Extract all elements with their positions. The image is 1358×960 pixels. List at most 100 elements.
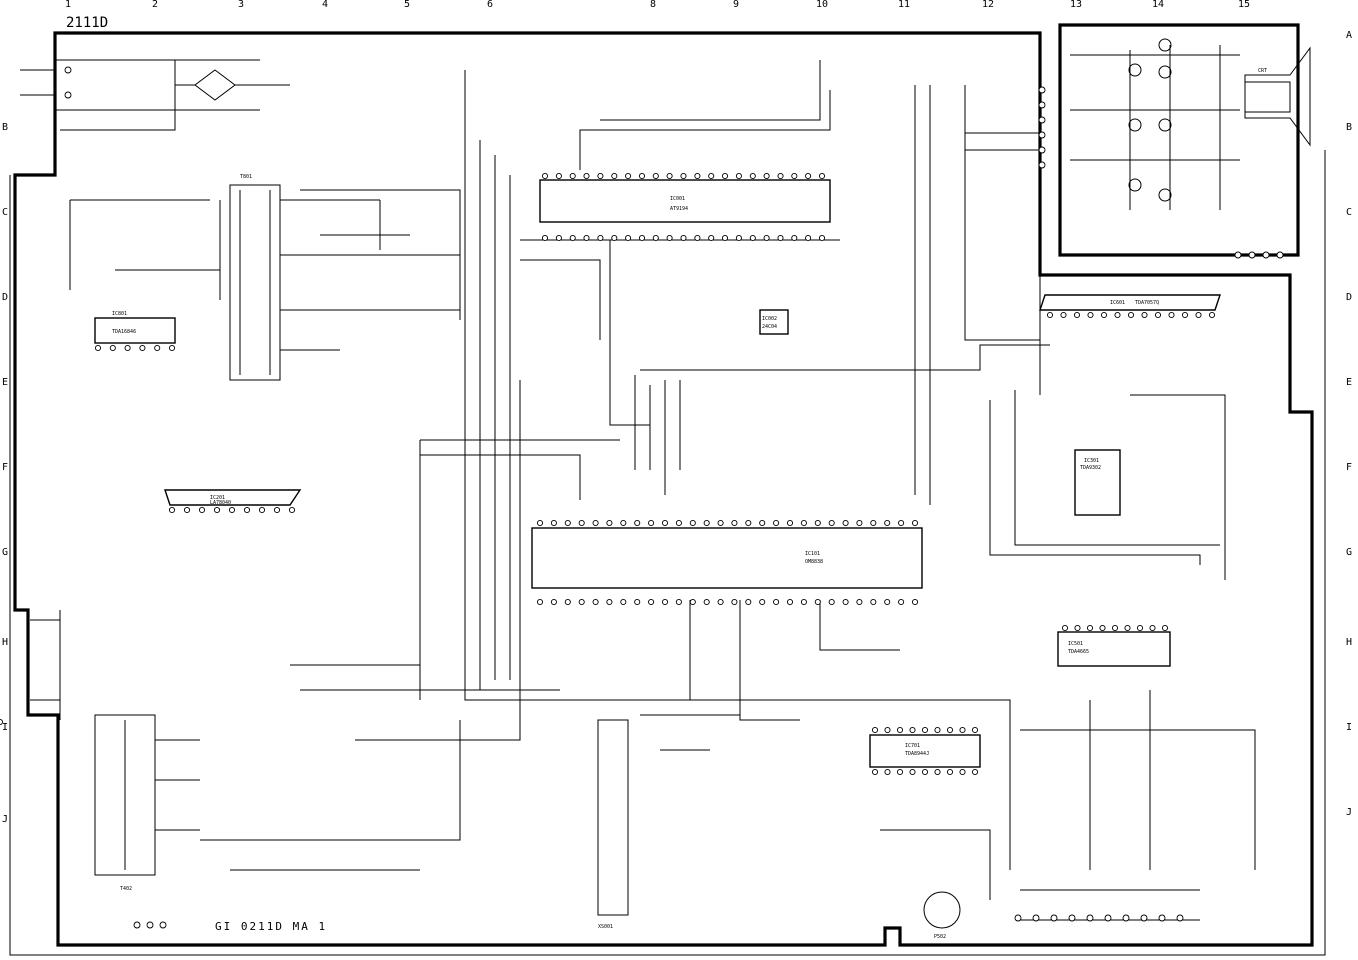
- ic-pin: [1168, 311, 1175, 319]
- ic-pin: [648, 519, 655, 527]
- ic-pin: [652, 234, 659, 242]
- ic-pin: [541, 172, 549, 180]
- ic-pin: [971, 768, 979, 776]
- ic-pin: [717, 598, 724, 606]
- ic801-ref: IC801: [112, 311, 127, 317]
- ic-pin: [759, 598, 766, 606]
- ic-pin: [1149, 624, 1156, 632]
- ic-pin: [592, 519, 599, 527]
- ic-pin: [661, 598, 669, 606]
- ic-pin: [638, 172, 646, 180]
- ic-pin: [856, 519, 863, 527]
- av-jack: P502: [923, 891, 961, 940]
- col-marker-11: 11: [898, 0, 910, 10]
- crt-label: CRT: [1258, 68, 1267, 74]
- col-marker-5: 5: [404, 0, 410, 10]
- av-jack-label: P502: [934, 934, 946, 940]
- ic201-ref: IC201: [210, 495, 225, 501]
- ic-pin: [1181, 311, 1189, 319]
- board-footer-label: GI 0211D MA 1: [215, 920, 327, 933]
- ic-pin: [735, 172, 742, 180]
- ic-pin: [805, 172, 812, 180]
- ic-pin: [749, 172, 756, 180]
- ic-pin: [288, 506, 296, 514]
- ic-pin: [1141, 311, 1148, 319]
- ic-pin: [828, 598, 835, 606]
- model-label: 2111D: [66, 15, 108, 31]
- ic-pin: [666, 234, 673, 242]
- ic-pin: [871, 726, 879, 734]
- ic601-part: TDA7057Q: [1135, 300, 1159, 306]
- ic-pin: [731, 598, 738, 606]
- row-marker-c: C: [1346, 207, 1352, 218]
- row-marker-h: H: [1346, 637, 1352, 648]
- ic-pin: [550, 519, 557, 527]
- ic-pin: [934, 726, 941, 734]
- ic-pin: [911, 519, 919, 527]
- ic-pin: [1195, 311, 1202, 319]
- ic-pin: [139, 344, 146, 352]
- row-marker-j: J: [1346, 807, 1352, 818]
- ic-pin: [842, 519, 849, 527]
- ic-pin: [694, 172, 701, 180]
- ic-pin: [94, 344, 102, 352]
- col-marker-12: 12: [982, 0, 994, 10]
- ic-pin: [786, 519, 794, 527]
- col-marker-13: 13: [1070, 0, 1082, 10]
- row-marker-b-left: B: [2, 122, 8, 133]
- ic701-part: TDA8944J: [905, 751, 929, 757]
- ic-pin: [541, 234, 549, 242]
- ic-pin: [109, 344, 116, 352]
- col-marker-6: 6: [487, 0, 493, 10]
- ic-pin: [1073, 311, 1081, 319]
- row-marker-i-left: I: [2, 722, 8, 733]
- ic-pin: [814, 519, 821, 527]
- connector-pins: [64, 66, 1284, 929]
- ic-pin: [689, 598, 696, 606]
- switch-transformer-label: T801: [240, 174, 252, 180]
- ic101: IC101 OM8838: [531, 527, 923, 589]
- ic-pin: [818, 172, 826, 180]
- ic-pin: [243, 506, 251, 514]
- ic501: IC501 TDA4665: [1057, 631, 1171, 667]
- ic201-part: LA78040: [210, 500, 231, 506]
- ic-pin: [1111, 624, 1119, 632]
- ic-pin: [1208, 311, 1216, 319]
- ic-pin: [0, 718, 4, 726]
- ic-pin: [675, 598, 682, 606]
- ic-pin: [721, 234, 729, 242]
- ic-pin: [708, 172, 715, 180]
- ic-pin: [258, 506, 266, 514]
- row-marker-g: G: [1346, 547, 1352, 558]
- ic601-ref: IC601: [1110, 300, 1125, 306]
- ic-pin: [625, 234, 632, 242]
- ic-pin: [884, 768, 891, 776]
- ic-pin: [749, 234, 756, 242]
- col-marker-1: 1: [65, 0, 71, 10]
- col-marker-3: 3: [238, 0, 244, 10]
- ic-pin: [763, 234, 770, 242]
- flyback-transformer: T402: [94, 714, 200, 892]
- ic-pin: [611, 234, 618, 242]
- ic-pin: [634, 598, 641, 606]
- row-marker-e: E: [1346, 377, 1352, 388]
- ic-pin: [884, 519, 891, 527]
- ic-pin: [228, 506, 236, 514]
- ic002-ref: IC002: [762, 316, 777, 322]
- ic-pin: [597, 172, 604, 180]
- ic002: IC002 24C04: [759, 309, 789, 335]
- ic-pin: [168, 506, 176, 514]
- col-marker-8: 8: [650, 0, 656, 10]
- ic-pin: [648, 598, 655, 606]
- col-marker-9: 9: [733, 0, 739, 10]
- ic-pin: [1127, 311, 1135, 319]
- ic-pin: [921, 768, 929, 776]
- ic-pin: [198, 506, 206, 514]
- ic601: IC601 TDA7057Q: [1039, 294, 1221, 311]
- ic-pin: [1154, 311, 1162, 319]
- ic-pin: [611, 172, 618, 180]
- row-marker-b: B: [1346, 122, 1352, 133]
- ic-pin: [555, 172, 562, 180]
- ic-pin: [273, 506, 281, 514]
